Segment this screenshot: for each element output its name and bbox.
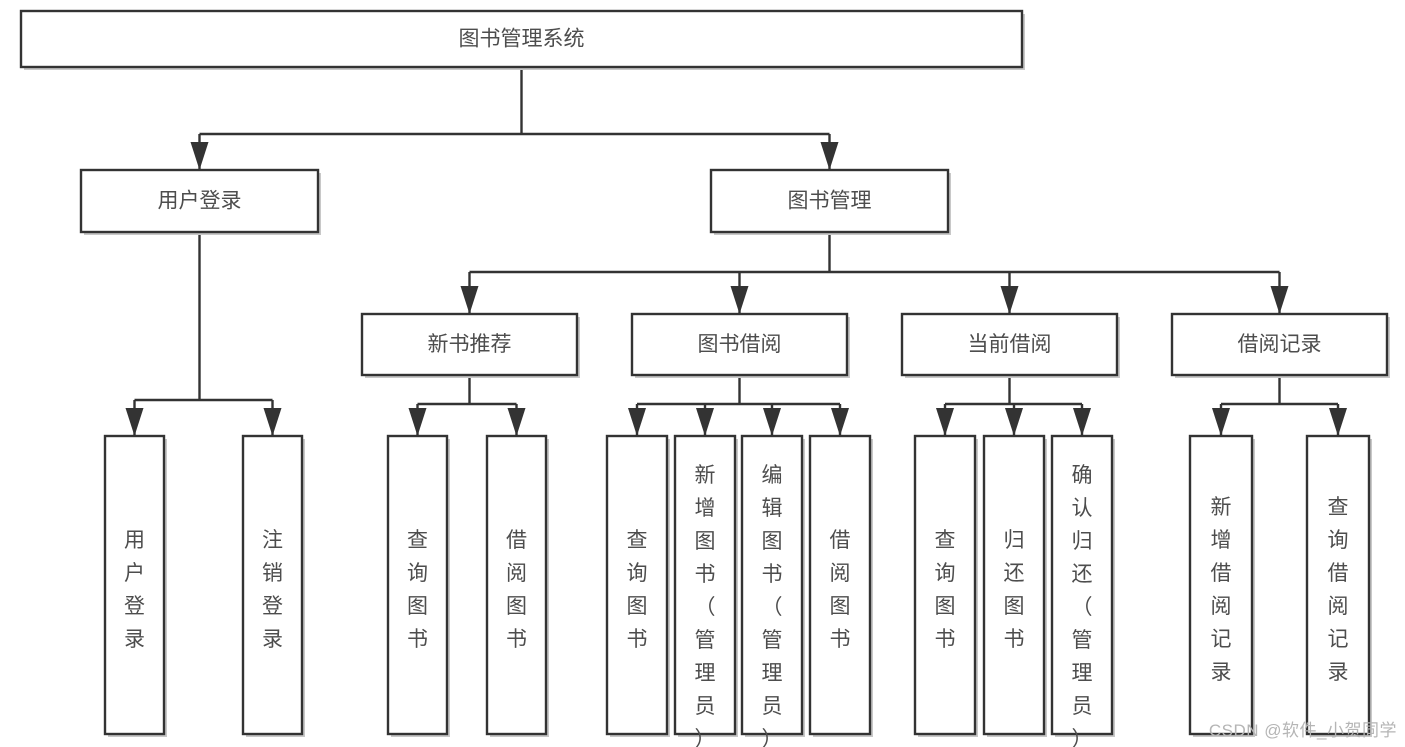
node-label: 新书推荐 [428,333,512,356]
arrow-head-icon [831,408,849,436]
box-outline [982,434,1046,736]
arrow-head-icon [1270,286,1289,314]
node-label: 查询图书 [407,529,428,651]
node-level3-2[interactable]: 当前借阅 [900,312,1120,378]
arrow-head-icon [190,142,209,170]
box-outline [709,168,950,234]
node-label: 用户登录 [158,190,242,213]
node-label: 查询图书 [935,529,956,651]
node-label: 借阅图书 [830,529,851,651]
arrow-head-icon [460,286,479,314]
node-level2-0[interactable]: 用户登录 [79,168,321,235]
arrow-head-icon [1329,408,1347,436]
arrow-head-icon [1212,408,1230,436]
node-leaf-3[interactable]: 借阅图书 [485,434,549,737]
node-label: 图书管理 [788,190,872,213]
box-outline [103,434,166,736]
edges-2-to-leaves [936,375,1091,436]
box-outline [808,434,872,736]
box-outline [630,312,849,377]
edges-3-to-leaves [1212,375,1347,436]
node-label: 用户登录 [124,529,145,651]
node-label: 新增图书（管理员） [695,464,716,747]
box-outline [605,434,669,736]
node-leaf-11[interactable]: 新增借阅记录 [1188,434,1255,737]
node-leaf-10[interactable]: 确认归还（管理员） [1050,434,1115,747]
node-level3-3[interactable]: 借阅记录 [1170,312,1390,378]
box-outline [900,312,1119,377]
node-level3-0[interactable]: 新书推荐 [360,312,580,378]
edges-bookmgmt-to-level3 [460,232,1289,314]
arrow-head-icon [263,408,282,436]
arrow-head-icon [1073,408,1091,436]
node-leaf-2[interactable]: 查询图书 [386,434,450,737]
node-label: 查询图书 [627,529,648,651]
node-layer: 图书管理系统用户登录图书管理新书推荐图书借阅当前借阅借阅记录用户登录注销登录查询… [19,9,1390,747]
node-label: 当前借阅 [968,333,1052,356]
box-outline [79,168,320,234]
node-label: 编辑图书（管理员） [762,464,783,747]
node-leaf-1[interactable]: 注销登录 [241,434,305,737]
node-label: 确认归还（管理员） [1072,464,1093,747]
node-leaf-6[interactable]: 编辑图书（管理员） [740,434,805,747]
arrow-head-icon [820,142,839,170]
arrow-head-icon [696,408,714,436]
node-label: 图书管理系统 [459,28,585,51]
node-level3-1[interactable]: 图书借阅 [630,312,850,378]
node-label: 查询借阅记录 [1328,496,1349,684]
node-leaf-5[interactable]: 新增图书（管理员） [673,434,738,747]
node-label: 图书借阅 [698,333,782,356]
box-outline [241,434,304,736]
node-label: 注销登录 [262,529,283,651]
edges-0-to-leaves [408,375,526,436]
box-outline [1050,434,1114,736]
node-label: 新增借阅记录 [1211,496,1232,684]
arrow-head-icon [628,408,646,436]
node-leaf-4[interactable]: 查询图书 [605,434,670,737]
arrow-head-icon [936,408,954,436]
node-leaf-7[interactable]: 借阅图书 [808,434,873,737]
box-outline [485,434,548,736]
node-level2-1[interactable]: 图书管理 [709,168,951,235]
arrow-head-icon [1000,286,1019,314]
node-label: 借阅图书 [506,529,527,651]
box-outline [19,9,1024,69]
node-leaf-8[interactable]: 查询图书 [913,434,978,737]
edges-userlogin-to-leaves [125,232,282,436]
node-label: 借阅记录 [1238,333,1322,356]
node-leaf-12[interactable]: 查询借阅记录 [1305,434,1372,737]
box-outline [1305,434,1371,736]
box-outline [740,434,804,736]
arrow-head-icon [507,408,526,436]
edges-1-to-leaves [628,375,849,436]
node-label: 归还图书 [1004,529,1025,651]
arrow-head-icon [763,408,781,436]
node-root[interactable]: 图书管理系统 [19,9,1025,70]
box-outline [1188,434,1254,736]
box-outline [673,434,737,736]
arrow-head-icon [730,286,749,314]
arrow-head-icon [408,408,427,436]
arrow-head-icon [125,408,144,436]
box-outline [913,434,977,736]
connector-layer [125,67,1347,436]
node-leaf-0[interactable]: 用户登录 [103,434,167,737]
box-outline [1170,312,1389,377]
node-leaf-9[interactable]: 归还图书 [982,434,1047,737]
box-outline [360,312,579,377]
edges-root-to-level2 [190,67,839,170]
arrow-head-icon [1005,408,1023,436]
box-outline [386,434,449,736]
